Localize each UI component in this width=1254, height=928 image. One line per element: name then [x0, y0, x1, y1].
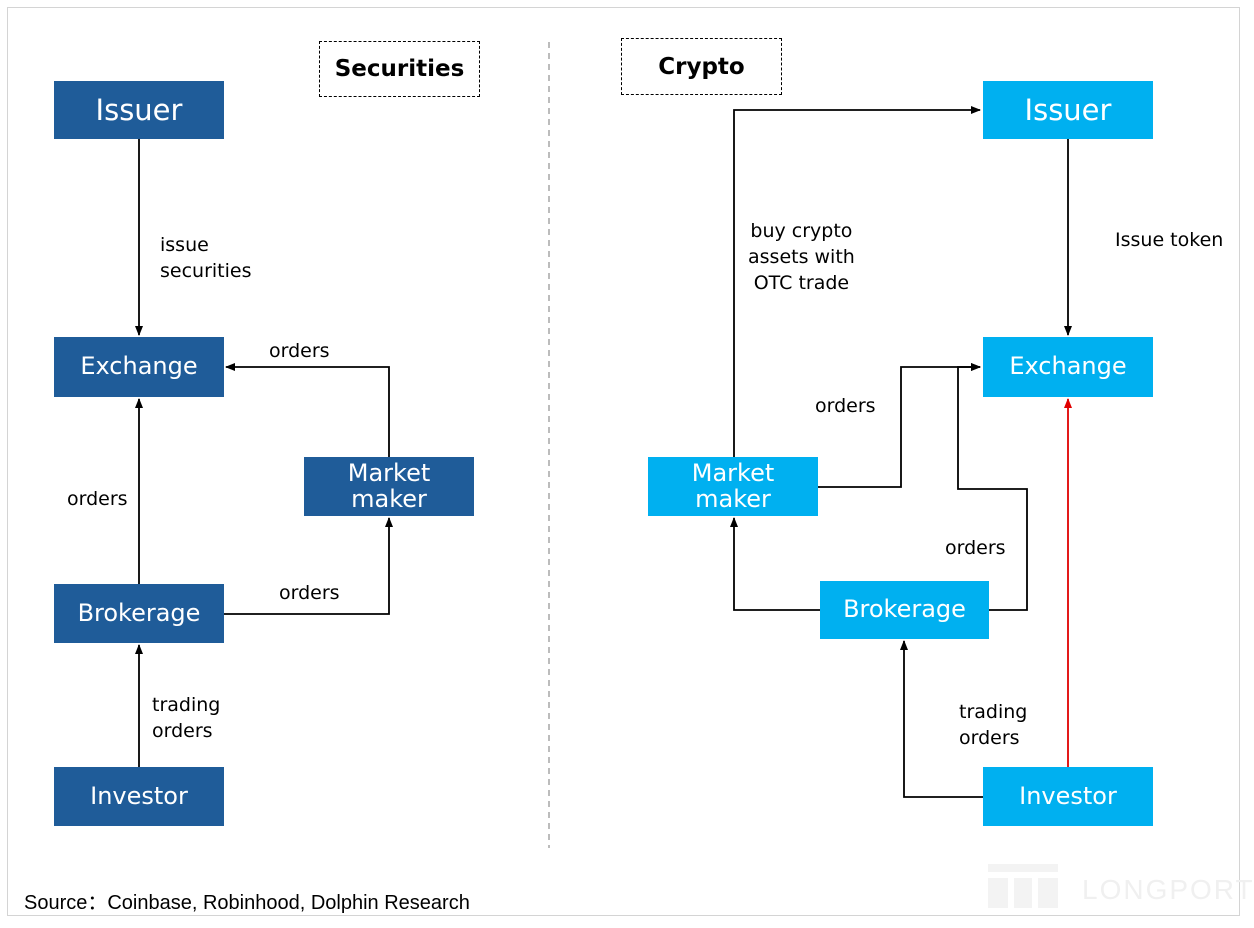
label-orders-broker-exchange: orders	[67, 488, 128, 510]
crypto-brokerage-box: Brokerage	[820, 581, 989, 639]
crypto-title: Crypto	[621, 38, 782, 95]
label-orders-mm-exchange: orders	[269, 340, 330, 362]
arrow-broker-to-mm-crypto	[730, 517, 820, 611]
longport-logo-icon	[988, 864, 1058, 908]
source-note: Source：Coinbase, Robinhood, Dolphin Rese…	[24, 892, 470, 914]
label-trading-orders-crypto: trading orders	[959, 701, 1028, 749]
label-orders-broker-mm: orders	[279, 582, 340, 604]
arrow-broker-to-mm	[224, 517, 393, 615]
securities-exchange-box: Exchange	[54, 337, 224, 397]
crypto-exchange-box: Exchange	[983, 337, 1153, 397]
securities-brokerage-box: Brokerage	[54, 584, 224, 643]
label-buy-crypto-otc: buy crypto assets with OTC trade	[748, 220, 855, 294]
label-orders-broker-crypto: orders	[945, 537, 1006, 559]
crypto-investor-box: Investor	[983, 767, 1153, 826]
securities-title: Securities	[319, 41, 480, 97]
crypto-issuer-box: Issuer	[983, 81, 1153, 139]
label-trading-orders: trading orders	[152, 694, 221, 742]
figure-frame	[7, 7, 1240, 916]
arrow-mm-to-exchange	[225, 363, 390, 457]
label-issue-securities: issue securities	[160, 234, 252, 282]
label-orders-mm-crypto: orders	[815, 395, 876, 417]
crypto-market-maker-box: Market maker	[648, 457, 818, 516]
arrow-mm-to-issuer-otc	[733, 106, 981, 457]
securities-issuer-box: Issuer	[54, 81, 224, 139]
securities-market-maker-box: Market maker	[304, 457, 474, 516]
arrow-mm-to-exchange-crypto	[818, 363, 981, 488]
arrow-broker-to-exchange-crypto	[957, 363, 1028, 611]
arrow-investor-to-broker-crypto	[900, 640, 983, 798]
label-issue-token: Issue token	[1115, 229, 1224, 251]
watermark-text: LONGPORT	[1082, 874, 1254, 905]
securities-investor-box: Investor	[54, 767, 224, 826]
